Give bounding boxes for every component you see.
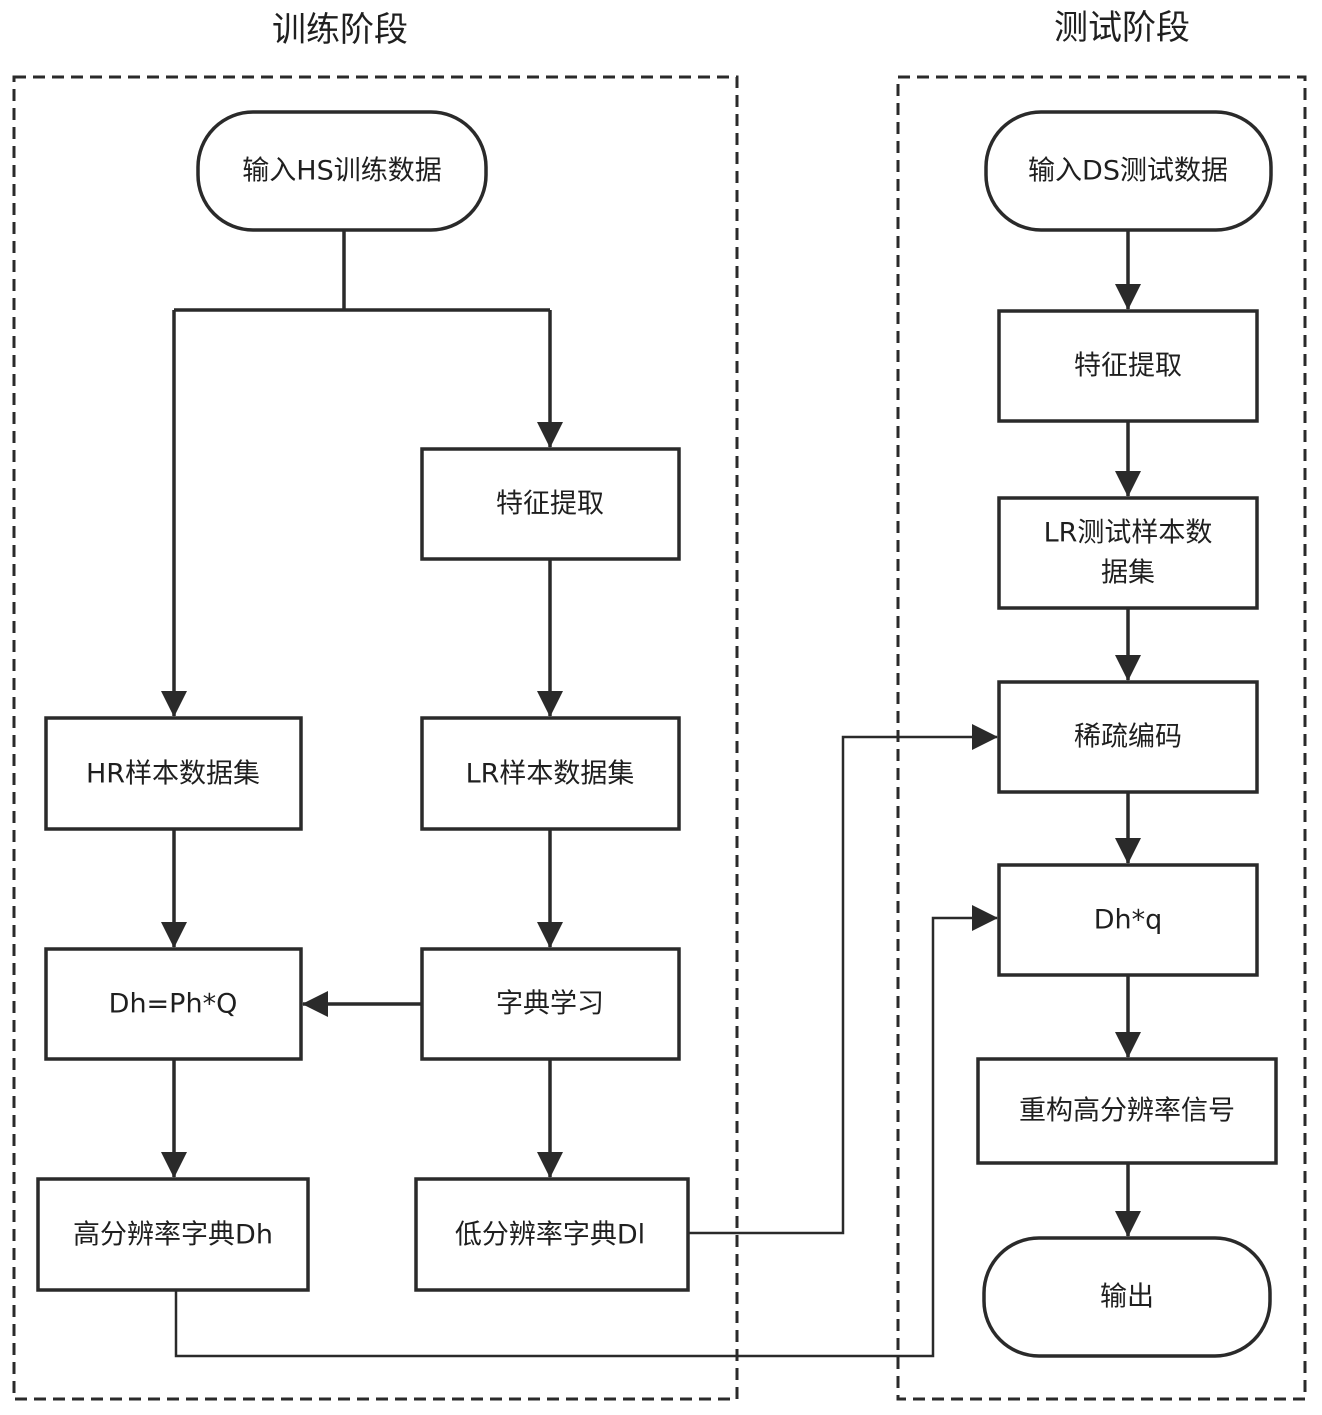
- sparse-coding-node: 稀疏编码: [997, 680, 1259, 794]
- output-label: 输出: [1100, 1282, 1154, 1313]
- lr-test-dataset-label-line1: LR测试样本数: [1044, 518, 1213, 549]
- testing-input-node: 输入DS测试数据: [984, 110, 1273, 232]
- training-stage-title: 训练阶段: [272, 10, 408, 50]
- testing-feature-extraction-node: 特征提取: [997, 309, 1259, 423]
- sparse-coding-label: 稀疏编码: [1074, 722, 1182, 753]
- edge-low-res-dict-sparse-coding: [688, 724, 998, 1235]
- reconstruct-label: 重构高分辨率信号: [1019, 1096, 1235, 1127]
- high-res-dict-label: 高分辨率字典Dh: [73, 1220, 273, 1251]
- hr-dataset-node: HR样本数据集: [44, 716, 303, 831]
- dh-q-node: Dh*q: [997, 863, 1259, 977]
- testing-feature-extraction-label: 特征提取: [1074, 351, 1182, 382]
- output-node: 输出: [982, 1236, 1272, 1358]
- lr-test-dataset-node: LR测试样本数 据集: [997, 496, 1259, 610]
- dictionary-learning-node: 字典学习: [420, 947, 681, 1061]
- dh-q-label: Dh*q: [1094, 905, 1163, 936]
- edge-high-res-dict-dh-q: [174, 905, 998, 1358]
- high-res-dict-node: 高分辨率字典Dh: [36, 1177, 310, 1292]
- training-input-node: 输入HS训练数据: [196, 110, 488, 232]
- lr-dataset-label: LR样本数据集: [466, 759, 635, 790]
- dictionary-learning-label: 字典学习: [496, 989, 604, 1020]
- dh-formula-node: Dh=Ph*Q: [44, 947, 303, 1061]
- training-feature-extraction-node: 特征提取: [420, 447, 681, 561]
- hr-dataset-label: HR样本数据集: [86, 759, 260, 790]
- lr-test-dataset-label-line2: 据集: [1101, 558, 1155, 589]
- dh-formula-label: Dh=Ph*Q: [109, 989, 238, 1020]
- reconstruct-node: 重构高分辨率信号: [976, 1057, 1278, 1165]
- low-res-dict-node: 低分辨率字典Dl: [414, 1177, 690, 1292]
- training-feature-extraction-label: 特征提取: [496, 489, 604, 520]
- training-input-label: 输入HS训练数据: [242, 156, 441, 187]
- testing-input-label: 输入DS测试数据: [1028, 156, 1228, 187]
- training-stage-frame: [12, 75, 739, 1401]
- lr-dataset-node: LR样本数据集: [420, 716, 681, 831]
- testing-stage-title: 测试阶段: [1054, 8, 1190, 48]
- low-res-dict-label: 低分辨率字典Dl: [455, 1220, 645, 1251]
